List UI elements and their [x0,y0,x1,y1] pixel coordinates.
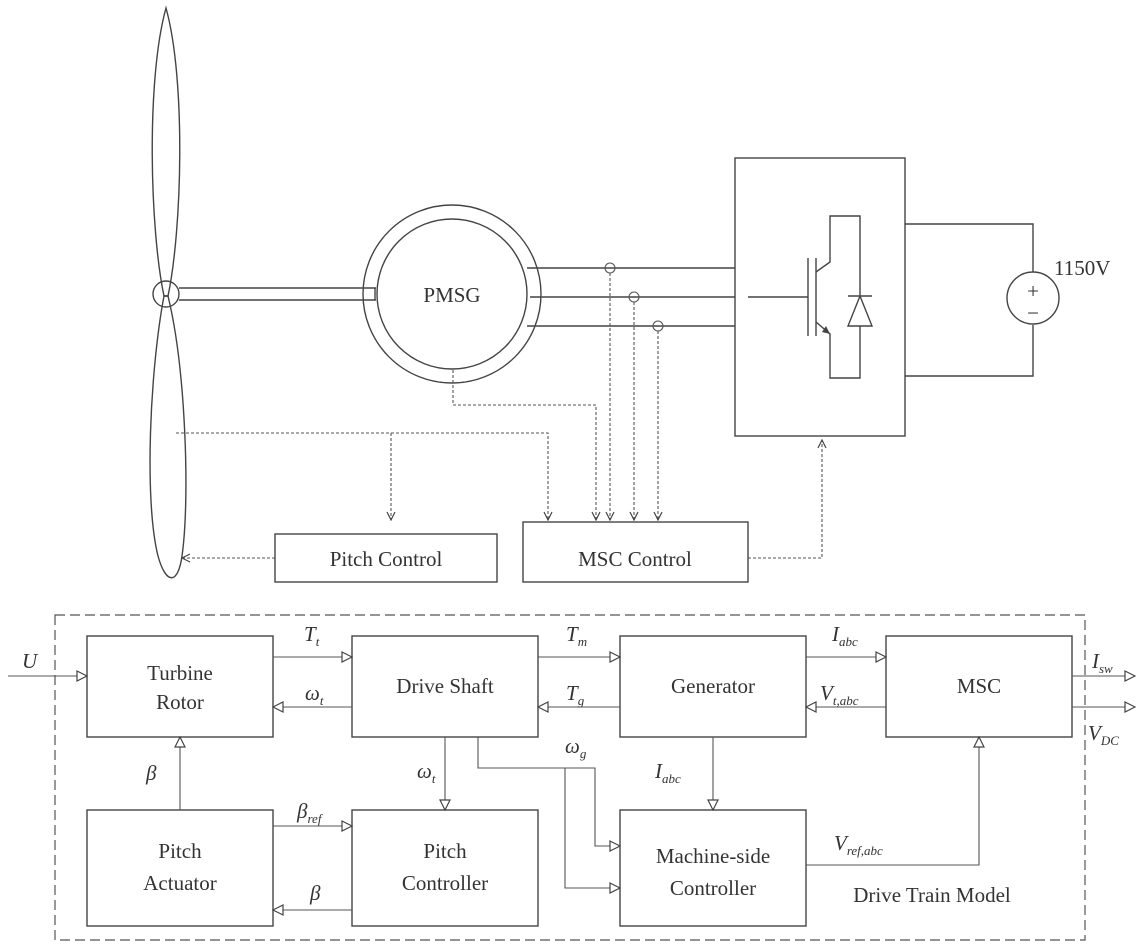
signal-omega-t-ctrl: ωt [417,759,436,786]
signal-beta-up: β [145,761,157,785]
control-signal-lines [176,273,822,558]
msc-block: MSC [885,635,1073,738]
pitch-actuator-block: Pitch Actuator [86,809,274,927]
pmsg-label: PMSG [423,283,480,307]
rotor-hub [152,280,180,308]
signal-beta-fb: β [309,881,321,905]
converter-box [734,157,906,437]
turbine-blades [149,5,187,579]
minus-sign: − [1027,301,1039,325]
signal-arrows [8,657,1135,910]
pitch-control-box: Pitch Control [274,533,498,583]
pitch-controller-line1: Pitch [423,839,467,863]
plus-sign: + [1027,279,1039,303]
signal-V-ref-abc: Vref,abc [834,831,883,858]
pitch-control-label: Pitch Control [330,547,443,571]
machine-side-controller-block: Machine-side Controller [619,809,807,927]
drive-train-model-frame [54,614,1086,941]
signal-T-t: Tt [304,622,320,649]
pmsg-generator: PMSG [362,204,542,384]
machine-side-controller-line2: Controller [670,876,756,900]
phase-lines [527,262,735,332]
signal-V-t-abc: Vt,abc [820,681,859,708]
signal-T-m: Tm [566,622,587,649]
main-shaft [179,287,376,301]
signal-omega-g: ωg [565,734,587,761]
msc-control-label: MSC Control [578,547,692,571]
signal-I-abc-ctrl: Iabc [654,759,681,786]
signal-labels: U Tt ωt Tm Tg Iabc Vt,abc Isw VDC β ωt ω… [22,622,1119,905]
generator-label: Generator [671,674,755,698]
dc-source: + − 1150V [905,223,1110,377]
signal-T-g: Tg [566,681,585,708]
turbine-rotor-line1: Turbine [147,661,213,685]
signal-I-abc-top: Iabc [831,622,858,649]
signal-V-DC: VDC [1088,721,1119,748]
drive-shaft-label: Drive Shaft [396,674,494,698]
pitch-actuator-line1: Pitch [158,839,202,863]
signal-I-sw: Isw [1091,649,1113,676]
drive-shaft-block: Drive Shaft [351,635,539,738]
msc-control-box: MSC Control [522,521,749,583]
voltage-label: 1150V [1054,256,1110,280]
upper-blade [151,5,181,297]
generator-block: Generator [619,635,807,738]
pitch-controller-line2: Controller [402,871,488,895]
lower-blade [149,295,187,579]
machine-side-controller-line1: Machine-side [656,844,770,868]
pitch-controller-block: Pitch Controller [351,809,539,927]
signal-beta-ref: βref [296,799,324,826]
msc-label: MSC [957,674,1001,698]
signal-U: U [22,649,39,673]
turbine-rotor-line2: Rotor [156,690,204,714]
drive-train-model-title: Drive Train Model [853,883,1011,907]
turbine-rotor-block: Turbine Rotor [86,635,274,738]
pitch-actuator-line2: Actuator [143,871,216,895]
signal-omega-t-rotor: ωt [305,681,324,708]
